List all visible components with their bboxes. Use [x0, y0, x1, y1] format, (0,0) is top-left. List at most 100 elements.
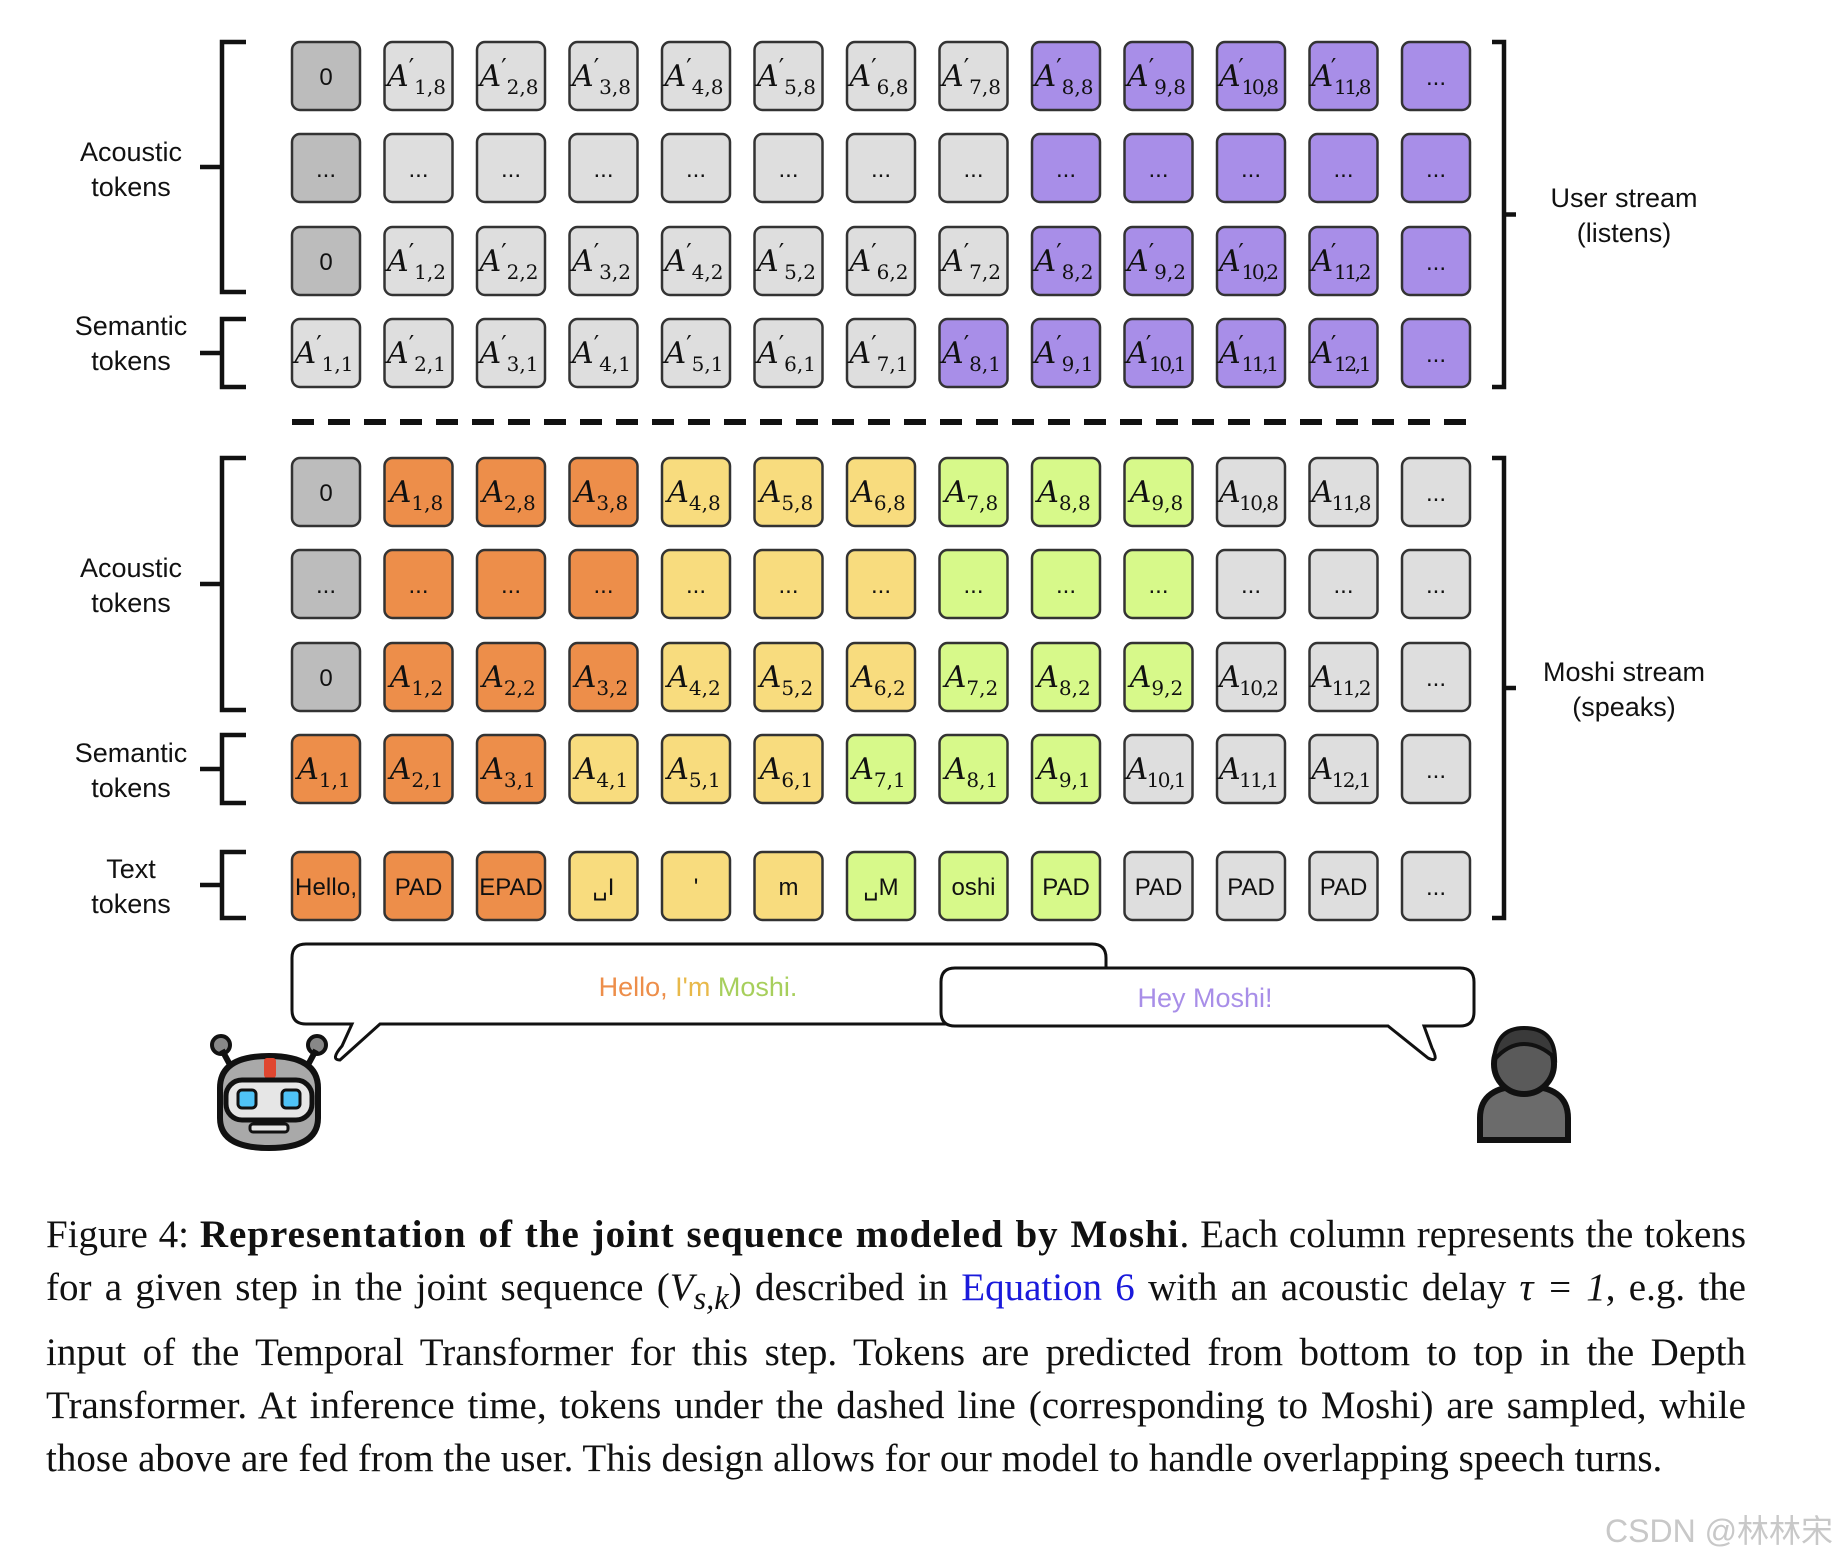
user-token-r2-c9: A′9,2: [1123, 225, 1194, 297]
user-token-r2-c5: A′5,2: [753, 225, 824, 297]
moshi-token-r3-c11: A12,1: [1308, 733, 1379, 805]
user-token-r0-c0: 0: [290, 40, 362, 112]
brackets: [200, 39, 1516, 921]
moshi-token-r2-c1: A1,2: [383, 641, 454, 713]
token-label: A′5,2: [754, 239, 816, 284]
moshi-token-r4-c2: EPAD: [475, 850, 547, 922]
token-label: A7,2: [942, 660, 998, 700]
moshi-token-r0-c1: A1,8: [383, 456, 454, 528]
token-label: A10,2: [1216, 660, 1279, 700]
token-label: ...: [1056, 156, 1076, 183]
text-token-label: m: [779, 874, 799, 901]
token-label: ...: [501, 156, 521, 183]
moshi-token-r2-c9: A9,2: [1123, 641, 1194, 713]
user-token-r2-c3: A′3,2: [568, 225, 639, 297]
token-label: ...: [686, 572, 706, 599]
moshi-token-r4-c0: Hello,: [290, 850, 362, 922]
user-token-r0-c11: A′11,8: [1308, 40, 1379, 112]
user-token-r3-c12: ...: [1400, 317, 1472, 389]
moshi-token-r1-c0: ...: [290, 548, 362, 620]
text-token-label: ␣M: [863, 874, 898, 901]
token-label: ...: [686, 156, 706, 183]
moshi-token-r2-c0: 0: [290, 641, 362, 713]
moshi-token-r4-c5: m: [753, 850, 824, 922]
token-label: A4,8: [664, 475, 720, 515]
token-label: ...: [778, 572, 798, 599]
token-label: ...: [778, 156, 798, 183]
user-token-r2-c10: A′10,2: [1215, 225, 1287, 297]
token-label: ...: [1426, 249, 1446, 276]
text-token-label: ': [694, 874, 699, 901]
token-label: A′8,2: [1032, 239, 1094, 284]
caption-text-1: . Each column represents the tokens for …: [46, 1213, 1746, 1309]
token-label: A5,8: [757, 475, 813, 515]
moshi-token-r1-c2: ...: [475, 548, 547, 620]
token-label: A3,2: [572, 660, 628, 700]
moshi-token-r1-c10: ...: [1215, 548, 1287, 620]
user-token-r2-c8: A′8,2: [1030, 225, 1102, 297]
watermark: CSDN @林林宋: [1605, 1513, 1834, 1549]
token-label: ...: [1148, 156, 1168, 183]
user-token-r1-c5: ...: [753, 132, 824, 204]
token-label: 0: [319, 249, 332, 276]
robot-icon: [210, 1034, 328, 1152]
token-label: 0: [319, 665, 332, 692]
moshi-token-r4-c7: oshi: [938, 850, 1009, 922]
moshi-token-r0-c0: 0: [290, 456, 362, 528]
user-token-r3-c8: A′9,1: [1030, 317, 1102, 389]
user-token-r3-c1: A′2,1: [383, 317, 454, 389]
moshi-token-r0-c10: A10,8: [1215, 456, 1287, 528]
moshi-token-r4-c3: ␣I: [568, 850, 639, 922]
token-label: A′5,1: [662, 331, 724, 376]
token-label: A′11,8: [1309, 54, 1372, 99]
token-label: ...: [593, 156, 613, 183]
token-label: ...: [1333, 572, 1353, 599]
user-token-r3-c7: A′8,1: [938, 317, 1009, 389]
token-label: A9,8: [1127, 475, 1183, 515]
moshi-token-r3-c2: A3,1: [475, 733, 547, 805]
moshi-token-r3-c1: A2,1: [383, 733, 454, 805]
token-label: A2,1: [387, 752, 443, 792]
equation-link[interactable]: Equation 6: [961, 1266, 1135, 1309]
moshi-bubble: [290, 942, 1108, 1062]
token-label: A′9,1: [1032, 331, 1094, 376]
user-token-r2-c1: A′1,2: [383, 225, 454, 297]
user-token-r0-c2: A′2,8: [475, 40, 547, 112]
user-token-r3-c10: A′11,1: [1215, 317, 1287, 389]
text-token-label: PAD: [1227, 874, 1275, 901]
moshi-token-r2-c4: A4,2: [660, 641, 732, 713]
moshi-token-r1-c12: ...: [1400, 548, 1472, 620]
token-label: A′8,1: [939, 331, 1001, 376]
moshi-token-r4-c11: PAD: [1308, 850, 1379, 922]
token-label: A4,2: [664, 660, 720, 700]
moshi-token-r0-c11: A11,8: [1308, 456, 1379, 528]
token-label: A′6,8: [847, 54, 909, 99]
token-label: A8,1: [942, 752, 998, 792]
moshi-token-r1-c1: ...: [383, 548, 454, 620]
user-token-r3-c6: A′7,1: [845, 317, 917, 389]
token-label: ...: [1056, 572, 1076, 599]
user-token-r0-c3: A′3,8: [568, 40, 639, 112]
user-token-r1-c6: ...: [845, 132, 917, 204]
token-label: A10,1: [1124, 752, 1187, 792]
token-label: A4,1: [572, 752, 628, 792]
user-token-r0-c1: A′1,8: [383, 40, 454, 112]
token-label: ...: [1241, 572, 1261, 599]
text-token-label: PAD: [1042, 874, 1090, 901]
moshi-token-r3-c0: A1,1: [290, 733, 362, 805]
user-token-r1-c3: ...: [568, 132, 639, 204]
text-token-label: oshi: [951, 874, 995, 901]
token-label: A6,1: [757, 752, 813, 792]
user-token-r1-c12: ...: [1400, 132, 1472, 204]
moshi-token-r2-c7: A7,2: [938, 641, 1009, 713]
token-label: A7,8: [942, 475, 998, 515]
token-label: A′7,1: [847, 331, 909, 376]
token-label: A1,8: [387, 475, 443, 515]
moshi-token-r4-c4: ': [660, 850, 732, 922]
